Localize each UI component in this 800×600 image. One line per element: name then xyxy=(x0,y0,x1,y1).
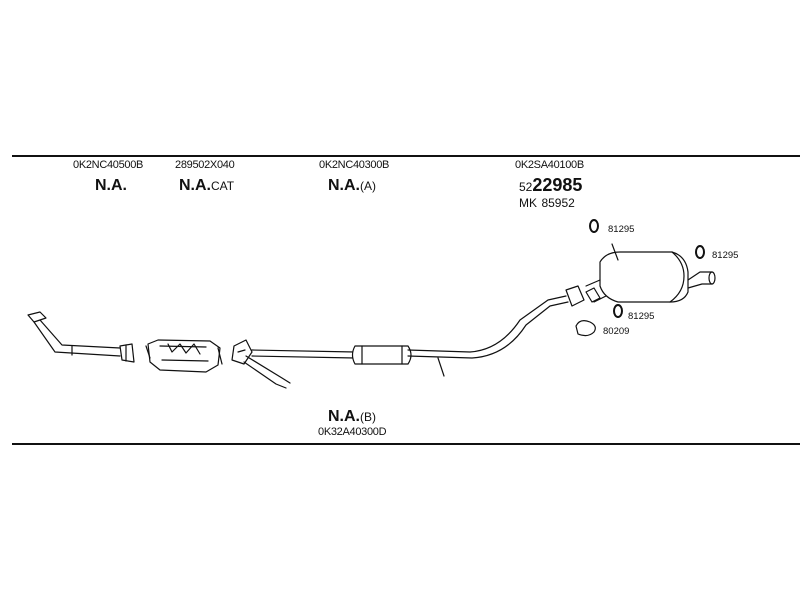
center-pipe xyxy=(231,295,569,389)
hanger-lower-ring xyxy=(613,304,623,318)
lower-assy-status: N.A.(B) xyxy=(328,409,376,425)
lower-assy-status-suffix: (B) xyxy=(360,410,376,424)
top-rule xyxy=(12,155,800,157)
hanger-rings xyxy=(575,219,705,337)
center-pipe-status-suffix: (A) xyxy=(360,179,376,193)
front-pipe-part-number: 0K2NC40500B xyxy=(73,159,144,171)
catalyst-part-number: 289502X040 xyxy=(175,159,235,171)
rear-muffler-mk-value: 85952 xyxy=(541,196,575,210)
catalyst-status-text: N.A. xyxy=(179,177,211,194)
rear-muffler-code-main: 22985 xyxy=(532,175,583,195)
rear-flange xyxy=(565,285,607,307)
gasket-label: 80209 xyxy=(603,326,630,337)
center-pipe-status: N.A.(A) xyxy=(328,178,376,194)
lower-assy-status-text: N.A. xyxy=(328,408,360,425)
catalyst xyxy=(145,339,223,373)
hanger-lower-label: 81295 xyxy=(628,311,655,322)
lower-assy-part-number: 0K32A40300D xyxy=(318,426,387,438)
center-pipe-status-text: N.A. xyxy=(328,177,360,194)
front-pipe-status: N.A. xyxy=(95,177,127,194)
catalyst-status: N.A.CAT xyxy=(179,178,234,194)
bottom-rule xyxy=(12,443,800,445)
rear-muffler-mk-label: MK xyxy=(519,196,537,210)
hanger-right-ring xyxy=(695,245,705,259)
front-pipe xyxy=(27,311,135,363)
hanger-upper-ring xyxy=(589,219,599,233)
hanger-right-label: 81295 xyxy=(712,250,739,261)
center-pipe-part-number: 0K2NC40300B xyxy=(319,159,390,171)
rear-muffler-code-prefix: 52 xyxy=(519,180,533,194)
gasket-ring xyxy=(575,320,596,337)
rear-muffler-mk: MK 85952 xyxy=(519,195,575,211)
hanger-upper-label: 81295 xyxy=(608,224,635,235)
rear-muffler-code: 5222985 xyxy=(519,176,582,195)
rear-muffler xyxy=(585,243,716,303)
catalyst-status-suffix: CAT xyxy=(211,179,235,193)
rear-muffler-part-number: 0K2SA40100B xyxy=(515,159,584,171)
